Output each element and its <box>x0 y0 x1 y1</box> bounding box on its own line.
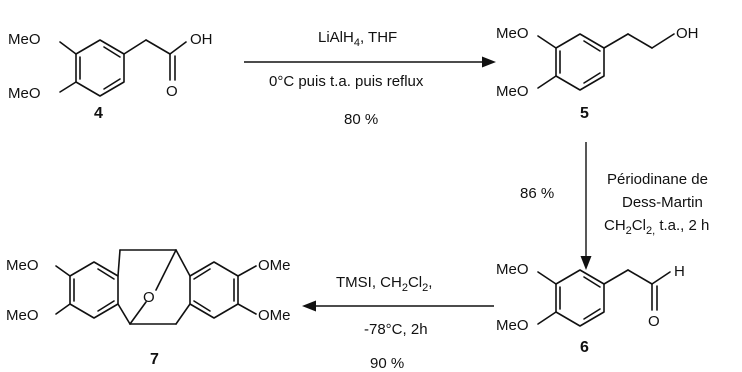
compound-6: MeO MeO H O 6 <box>496 261 685 356</box>
compound-label-5: 5 <box>580 105 589 122</box>
c5-meo-top: MeO <box>496 25 529 42</box>
compound-7: MeO MeO OMe OMe O 7 <box>6 249 291 368</box>
c4-meo-top: MeO <box>8 31 41 48</box>
compound-label-7: 7 <box>150 351 159 368</box>
compound-label-4: 4 <box>94 105 103 122</box>
step2-reagent-line3: CH2Cl2, t.a., 2 h <box>604 217 709 237</box>
c4-oh: OH <box>190 31 213 48</box>
c7-meo-top-left: MeO <box>6 257 39 274</box>
reaction-arrow-1 <box>244 56 496 68</box>
c6-aldehyde-h: H <box>674 263 685 280</box>
step2-reagent-line1: Périodinane de <box>607 171 708 188</box>
reaction-arrow-2 <box>580 142 592 270</box>
step3-conditions: -78°C, 2h <box>364 321 428 338</box>
reaction-arrow-3 <box>302 300 494 312</box>
step3-yield: 90 % <box>370 355 404 372</box>
c6-carbonyl-o: O <box>648 313 660 330</box>
step1-yield: 80 % <box>344 111 378 128</box>
compound-4: MeO MeO OH O 4 <box>8 31 213 122</box>
step2-yield: 86 % <box>520 185 554 202</box>
c7-ome-bottom-right: OMe <box>258 307 291 324</box>
c5-meo-bottom: MeO <box>496 83 529 100</box>
c6-meo-top: MeO <box>496 261 529 278</box>
c5-oh: OH <box>676 25 699 42</box>
step3-reagents: TMSI, CH2Cl2, <box>336 274 432 294</box>
c7-ome-top-right: OMe <box>258 257 291 274</box>
compound-5: MeO MeO OH 5 <box>496 25 699 122</box>
c7-meo-bottom-left: MeO <box>6 307 39 324</box>
compound-label-6: 6 <box>580 339 589 356</box>
c4-carbonyl-o: O <box>166 83 178 100</box>
step1-reagents: LiAlH4, THF <box>318 29 397 49</box>
c6-meo-bottom: MeO <box>496 317 529 334</box>
step2-reagent-line2: Dess-Martin <box>622 194 703 211</box>
c4-meo-bottom: MeO <box>8 85 41 102</box>
c7-bridge-oxygen: O <box>143 289 155 306</box>
step1-conditions: 0°C puis t.a. puis reflux <box>269 73 424 90</box>
